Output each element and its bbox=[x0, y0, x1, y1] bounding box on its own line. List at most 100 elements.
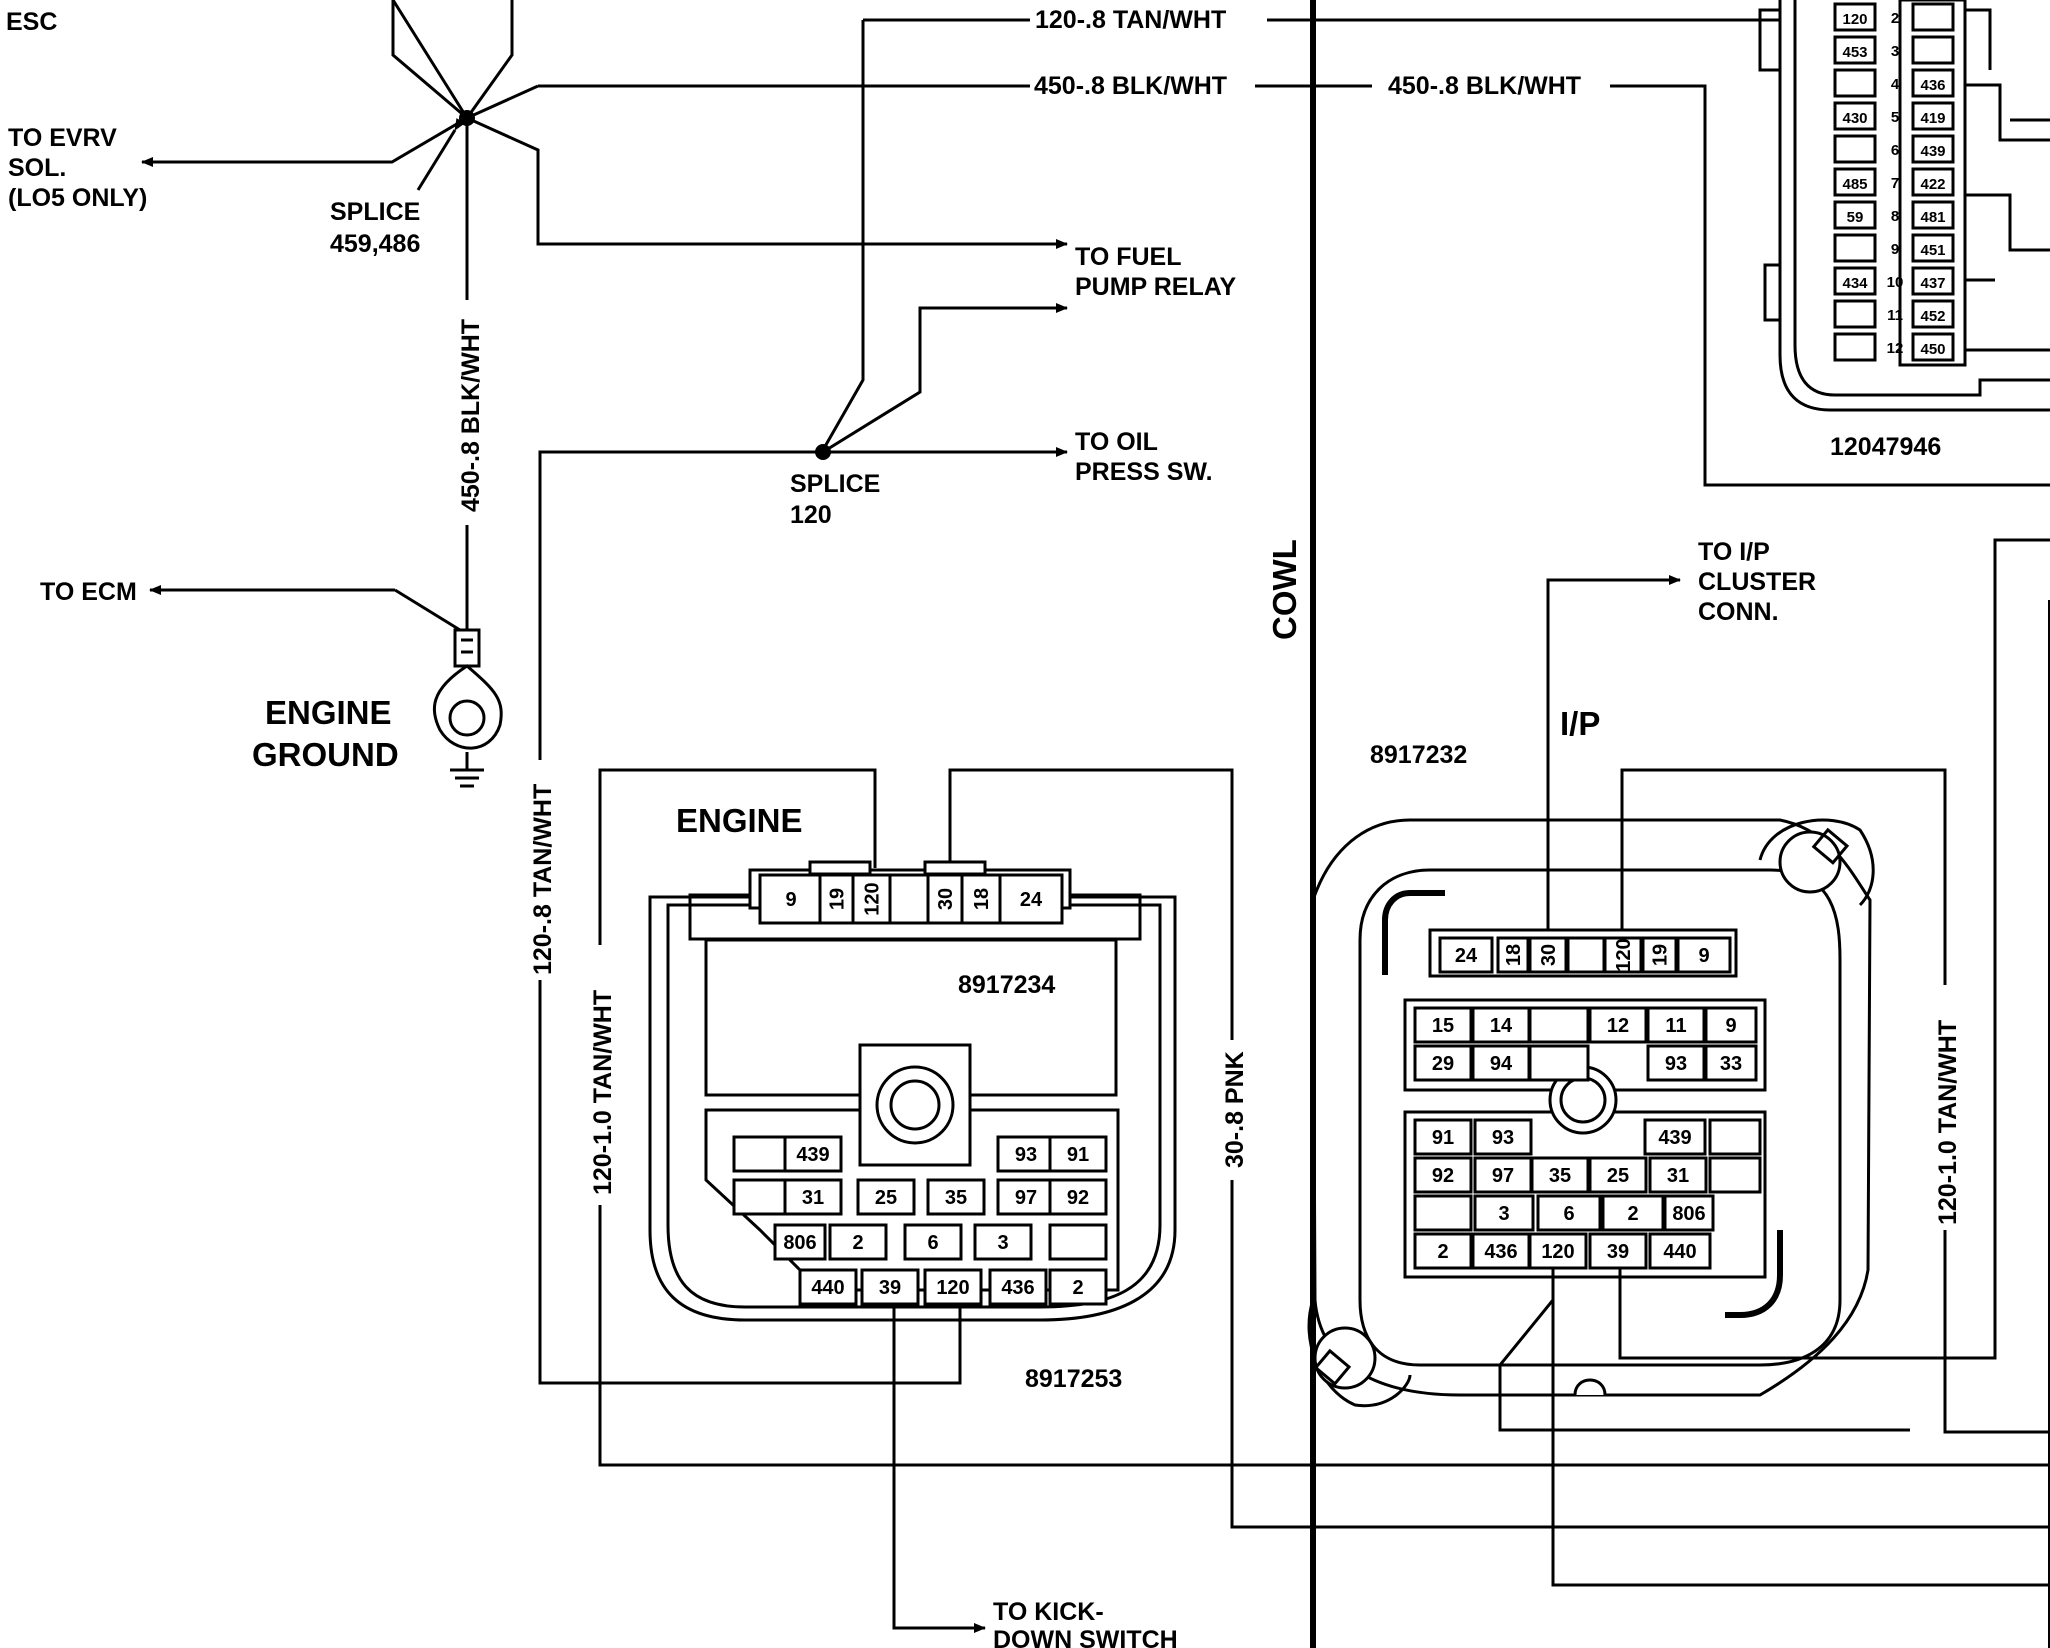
ip-pin-box bbox=[1413, 1194, 1473, 1232]
fuse-left-pin-box bbox=[1833, 200, 1877, 230]
fuse-left-pin-box bbox=[1833, 266, 1877, 296]
label-esc: ESC bbox=[6, 8, 57, 36]
splice-120-dot bbox=[815, 444, 831, 460]
engine-pin-box bbox=[783, 1178, 843, 1216]
ip-pin: 93 bbox=[1665, 1053, 1687, 1075]
wire-splice-459-star bbox=[152, 0, 1062, 246]
fuse-left-pin: 430 bbox=[1842, 110, 1867, 127]
fuse-right-pin-box bbox=[1911, 200, 1955, 230]
ip-pin-box bbox=[1473, 1118, 1533, 1156]
engine-pin-box bbox=[783, 1135, 843, 1173]
fuse-left-pin-box bbox=[1833, 134, 1877, 164]
ip-top-pin: 24 bbox=[1455, 945, 1478, 967]
engine-top-pin-box bbox=[758, 873, 824, 925]
fuse-right-pin: 450 bbox=[1920, 341, 1945, 358]
label-engine-ground: ENGINE GROUND bbox=[252, 694, 401, 773]
label-cluster-line1: TO I/P bbox=[1698, 538, 1769, 566]
ip-pin-box bbox=[1648, 1156, 1708, 1194]
engine-pin: 439 bbox=[796, 1144, 829, 1166]
label-engine: ENGINE bbox=[676, 802, 803, 839]
label-splice-459: SPLICE 459,486 bbox=[330, 198, 427, 258]
label-oil-line1: TO OIL bbox=[1075, 428, 1158, 456]
wire-ip-tan bbox=[1620, 768, 2050, 1434]
ip-pin-box bbox=[1588, 1232, 1648, 1270]
engine-top-pin-box bbox=[851, 873, 892, 925]
label-fuel-line2: PUMP RELAY bbox=[1075, 273, 1236, 301]
fuse-left-pin: 453 bbox=[1842, 44, 1867, 61]
label-oil-line2: PRESS SW. bbox=[1075, 458, 1213, 486]
ip-top-pin-box bbox=[1676, 936, 1732, 974]
fuse-right-pin-box bbox=[1911, 134, 1955, 164]
wire-ip-bottom-a bbox=[1498, 1267, 1910, 1432]
wire-label-blk-top: 450-.8 BLK/WHT bbox=[1034, 72, 1227, 100]
fuse-row-number: 11 bbox=[1887, 307, 1903, 324]
engine-top-pin-box bbox=[998, 873, 1064, 925]
ip-top-pin-box bbox=[1603, 936, 1643, 974]
wire-label-tan-ip: 120-1.0 TAN/WHT bbox=[1934, 1020, 1962, 1225]
ip-pin: 11 bbox=[1665, 1015, 1686, 1037]
fuse-left-pin-box bbox=[1833, 299, 1877, 329]
engine-top-pin: 19 bbox=[827, 888, 849, 910]
fuse-right-pin-box bbox=[1911, 233, 1955, 263]
label-fuel-line1: TO FUEL bbox=[1075, 243, 1181, 271]
ip-pin-box bbox=[1536, 1194, 1602, 1232]
wire-ip-cluster bbox=[1546, 578, 1660, 930]
engine-pin: 120 bbox=[936, 1277, 969, 1299]
engine-pin: 39 bbox=[879, 1277, 901, 1299]
fuse-right-pin-box bbox=[1911, 68, 1955, 98]
engine-top-pin: 30 bbox=[935, 888, 957, 910]
ip-pin-box bbox=[1413, 1156, 1473, 1194]
engine-pin-box bbox=[798, 1268, 858, 1306]
ip-pin: 14 bbox=[1490, 1015, 1513, 1037]
engine-pin: 440 bbox=[811, 1277, 844, 1299]
label-kickdown-line1: TO KICK- bbox=[993, 1598, 1104, 1626]
engine-pin-box bbox=[732, 1178, 792, 1216]
label-fuel-pump: TO FUEL PUMP RELAY bbox=[1075, 243, 1236, 301]
fuse-row-number: 9 bbox=[1891, 241, 1899, 258]
ip-pin: 29 bbox=[1432, 1053, 1454, 1075]
engine-pin-box bbox=[1048, 1178, 1108, 1216]
engine-pin-box bbox=[1048, 1223, 1108, 1261]
engine-pin-box bbox=[903, 1223, 963, 1261]
fuse-right-pin: 437 bbox=[1920, 275, 1945, 292]
wire-label-tan-engine: 120-1.0 TAN/WHT bbox=[589, 990, 617, 1195]
ip-top-pin: 30 bbox=[1538, 944, 1560, 966]
ip-pin: 436 bbox=[1484, 1241, 1517, 1263]
wire-ip-bottom-c bbox=[1618, 538, 2050, 1360]
ip-pin: 2 bbox=[1437, 1241, 1448, 1263]
ip-pin-box bbox=[1528, 1006, 1590, 1044]
ip-pin-box bbox=[1413, 1044, 1473, 1082]
ip-pin: 806 bbox=[1672, 1203, 1705, 1225]
ip-pin-box bbox=[1601, 1194, 1665, 1232]
ip-pin: 2 bbox=[1627, 1203, 1638, 1225]
ip-pin: 92 bbox=[1432, 1165, 1454, 1187]
fuse-right-pin-box bbox=[1911, 332, 1955, 362]
ip-pin: 31 bbox=[1667, 1165, 1689, 1187]
ip-pin: 93 bbox=[1492, 1127, 1514, 1149]
fuse-left-pin-box bbox=[1833, 35, 1877, 65]
engine-pin: 436 bbox=[1001, 1277, 1034, 1299]
ip-pin-box bbox=[1471, 1232, 1531, 1270]
ip-pin: 94 bbox=[1490, 1053, 1513, 1075]
wire-ip-bottom-b bbox=[1551, 1300, 2050, 1587]
ip-pin: 15 bbox=[1432, 1015, 1454, 1037]
ip-pin-box bbox=[1413, 1118, 1473, 1156]
ip-top-pin-box bbox=[1641, 936, 1678, 974]
label-engine-part-a: 8917234 bbox=[958, 971, 1055, 999]
label-evrv: TO EVRV SOL. (LO5 ONLY) bbox=[8, 124, 147, 212]
engine-pin: 2 bbox=[1072, 1277, 1083, 1299]
wire-splice-120 bbox=[538, 306, 1062, 760]
engine-pin-box bbox=[996, 1178, 1056, 1216]
label-splice-120-line2: 120 bbox=[790, 501, 832, 529]
wire-label-tan-top: 120-.8 TAN/WHT bbox=[1035, 6, 1226, 34]
ip-pin-box bbox=[1471, 1006, 1531, 1044]
label-kickdown-line2: DOWN SWITCH bbox=[993, 1626, 1178, 1648]
ip-pin: 33 bbox=[1720, 1053, 1742, 1075]
ip-pin-box bbox=[1646, 1044, 1706, 1082]
engine-top-pin: 18 bbox=[971, 888, 993, 910]
label-splice-120-line1: SPLICE bbox=[790, 470, 880, 498]
engine-pin: 97 bbox=[1015, 1187, 1037, 1209]
engine-top-pin: 9 bbox=[785, 889, 796, 911]
engine-top-pin-box bbox=[888, 873, 930, 925]
